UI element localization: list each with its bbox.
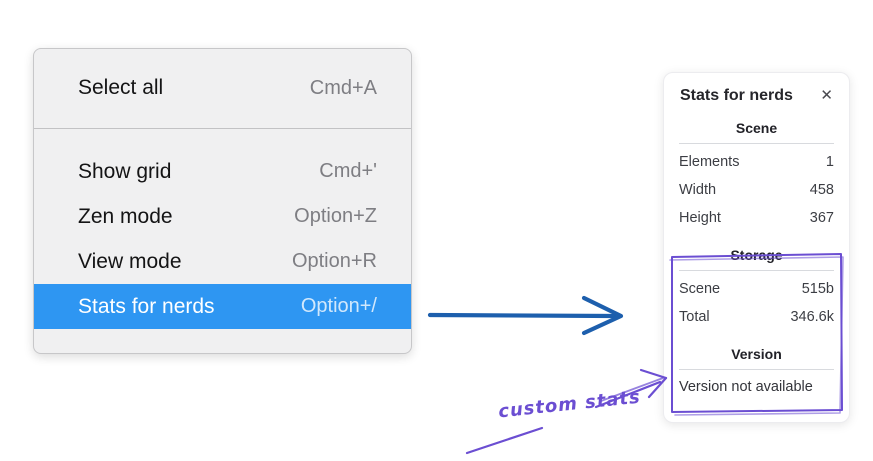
menu-item-label: View mode — [78, 249, 182, 273]
annotation-label: custom stats — [497, 386, 642, 423]
stat-value: 515b — [801, 281, 834, 297]
stats-panel-header: Stats for nerds ✕ — [664, 73, 849, 105]
section-heading: Storage — [730, 247, 783, 263]
stats-panel: Stats for nerds ✕ Scene Elements 1 Width… — [663, 72, 850, 423]
menu-item-view-mode[interactable]: View mode Option+R — [34, 239, 411, 284]
menu-item-shortcut: Option+Z — [294, 205, 377, 227]
panel-title: Stats for nerds — [680, 86, 793, 104]
menu-item-select-all[interactable]: Select all Cmd+A — [34, 62, 411, 114]
menu-item-shortcut: Cmd+' — [319, 160, 377, 182]
stat-value: 1 — [825, 154, 834, 170]
version-note: Version not available — [679, 379, 813, 395]
section-heading: Scene — [735, 120, 778, 136]
section-divider — [679, 270, 834, 271]
stat-label: Scene — [679, 281, 721, 297]
menu-item-zen-mode[interactable]: Zen mode Option+Z — [34, 194, 411, 239]
menu-item-stats-for-nerds[interactable]: Stats for nerds Option+/ — [34, 284, 411, 329]
stat-row-height: Height 367 — [679, 204, 834, 232]
stat-row-total-size: Total 346.6k — [679, 303, 834, 331]
close-icon[interactable]: ✕ — [820, 87, 833, 104]
menu-item-shortcut: Option+R — [291, 250, 377, 272]
menu-item-label: Zen mode — [78, 204, 173, 228]
menu-item-show-grid[interactable]: Show grid Cmd+' — [34, 149, 411, 194]
stat-value: 346.6k — [790, 309, 834, 325]
menu-item-label: Show grid — [78, 159, 172, 183]
section-scene: Scene Elements 1 Width 458 Height 367 — [664, 120, 849, 232]
stat-label: Elements — [679, 154, 740, 170]
flow-arrow — [427, 295, 624, 336]
menu-group-bottom: Show grid Cmd+' Zen mode Option+Z View m… — [34, 129, 411, 353]
menu-item-shortcut: Cmd+A — [309, 76, 377, 99]
menu-item-label: Stats for nerds — [78, 294, 215, 318]
stat-label: Total — [679, 309, 710, 325]
section-storage: Storage Scene 515b Total 346.6k — [664, 247, 849, 331]
section-divider — [679, 369, 834, 370]
section-divider — [679, 143, 834, 144]
menu-item-shortcut: Option+/ — [300, 295, 377, 317]
stat-row-scene-size: Scene 515b — [679, 275, 834, 303]
stat-label: Width — [679, 182, 717, 198]
menu-group-top: Select all Cmd+A — [34, 49, 411, 129]
menu-item-label: Select all — [78, 76, 164, 99]
context-menu: Select all Cmd+A Show grid Cmd+' Zen mod… — [33, 48, 412, 354]
stat-row-elements: Elements 1 — [679, 148, 834, 176]
stat-value: 458 — [809, 182, 834, 198]
stat-row-width: Width 458 — [679, 176, 834, 204]
stat-label: Height — [679, 210, 721, 226]
stat-value: 367 — [809, 210, 834, 226]
section-version: Version Version not available — [664, 346, 849, 400]
section-heading: Version — [731, 346, 782, 362]
